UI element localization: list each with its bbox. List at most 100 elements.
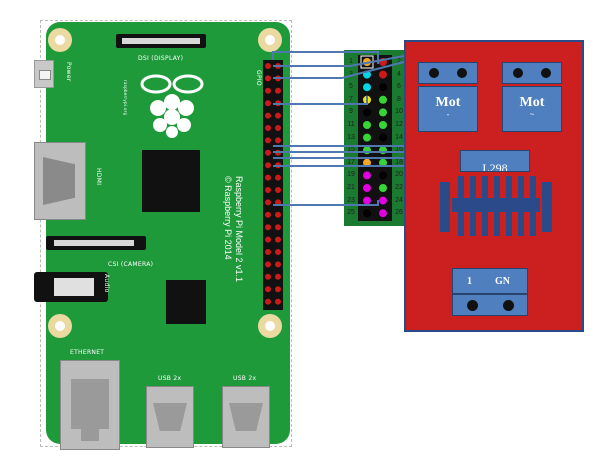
gpio-pin (275, 273, 281, 280)
gpio-pin-number: 9 (349, 108, 353, 116)
wire (273, 96, 368, 105)
power-terminal-screws (452, 294, 528, 316)
csi-connector (46, 236, 146, 250)
gpio-pin (265, 162, 271, 169)
power-terminal-block: 1 GN (452, 268, 528, 294)
ethernet-port (60, 360, 120, 450)
pi-gpio-pins (265, 63, 281, 305)
dsi-label: DSI (DISPLAY) (138, 55, 184, 62)
gpio-pin-number: 22 (395, 184, 403, 191)
breakout-pin-odd (363, 196, 371, 205)
gpio-pin (265, 273, 271, 280)
breakout-pin-even (379, 70, 387, 79)
gpio-pin (265, 75, 271, 82)
gpio-pin (265, 224, 271, 231)
ethernet-label: ETHERNET (70, 349, 105, 356)
breakout-pin-odd (363, 158, 371, 167)
gpio-pin (265, 199, 271, 206)
usb-left-label: USB 2x (158, 375, 182, 382)
gpio-pin (265, 286, 271, 293)
gpio-pin (275, 249, 281, 255)
heatsink (440, 176, 552, 236)
motor-b-label: Mot (519, 95, 545, 110)
csi-label: CSI (CAMERA) (108, 261, 154, 268)
l298-label-block: L298 (460, 150, 530, 172)
breakout-pin-even (379, 108, 387, 117)
gpio-pin (265, 125, 271, 131)
gpio-pin (275, 298, 281, 305)
breakout-pin-odd (363, 133, 371, 142)
usb-controller-chip (166, 280, 206, 324)
mounting-hole (48, 28, 72, 52)
motor-terminal-b (502, 62, 562, 84)
motor-b-sub: ~ (529, 110, 535, 119)
gpio-pin-number: 3 (349, 70, 353, 78)
gpio-pin (275, 236, 281, 243)
gpio-pin (265, 149, 271, 156)
gpio-pin-number: 17 (347, 158, 355, 166)
wire (273, 55, 405, 67)
breakout-pin-odd (363, 83, 371, 92)
power-connector (34, 60, 54, 88)
wire (273, 200, 379, 206)
breakout-pin-even (379, 158, 387, 167)
gpio-pin-number: 10 (395, 108, 403, 116)
mounting-hole (48, 314, 72, 338)
gpio-pin (275, 112, 281, 119)
gpio-pin-number: 7 (349, 95, 353, 103)
gpio-pin (275, 224, 281, 231)
gpio-pin-number: 2 (397, 58, 401, 65)
usb-right-label: USB 2x (233, 375, 257, 382)
gpio-pin-number: 24 (395, 196, 403, 204)
breakout-pin-even (379, 171, 387, 180)
raspberry-logo (140, 74, 204, 138)
gpio-pin (275, 199, 281, 206)
motor-a-label: Mot (435, 95, 461, 110)
breakout-pin-even (379, 83, 387, 92)
motor-terminal-a (418, 62, 478, 84)
motor-b-block: Mot ~ (502, 86, 562, 132)
gpio-pin-number: 18 (395, 158, 403, 166)
gpio-pin-number: 6 (397, 83, 401, 91)
gpio-pin-number: 16 (395, 146, 403, 154)
gpio-pin (265, 298, 271, 305)
gpio-pin (265, 261, 271, 268)
gpio-pin (275, 211, 281, 218)
gpio-pin (265, 249, 271, 255)
gpio-pin-number: 20 (395, 171, 403, 179)
gpio-pin-number: 14 (395, 133, 403, 141)
breakout-pin-odd (363, 171, 371, 180)
gpio-pin (275, 137, 281, 144)
mounting-hole (258, 314, 282, 338)
gpio-pin (265, 211, 271, 218)
breakout-pin-even (379, 121, 387, 129)
motor-a-sub: - (446, 110, 450, 119)
hdmi-port (34, 142, 86, 220)
audio-jack (34, 272, 108, 302)
power-terminal-right-label: GN (495, 276, 510, 287)
mounting-hole (258, 28, 282, 52)
gpio-pin-number: 21 (347, 184, 355, 191)
gpio-pin-number: 15 (347, 146, 355, 154)
gpio-pin-number: 13 (347, 133, 355, 141)
gpio-pin (265, 112, 271, 119)
gpio-pin (275, 187, 281, 193)
gpio-pin-number: 1 (349, 58, 353, 65)
gpio-pin (265, 174, 271, 181)
gpio-pin-number: 19 (347, 171, 355, 179)
gpio-pin-number: 5 (349, 83, 353, 91)
motor-a-block: Mot - (418, 86, 478, 132)
wire (273, 61, 405, 79)
breakout-pin-odd (363, 184, 371, 192)
gpio-pin (265, 236, 271, 243)
breakout-pin-even (379, 184, 387, 192)
gpio-pin (265, 63, 271, 69)
gpio-pin (265, 87, 271, 94)
gpio-pin (265, 187, 271, 193)
gpio-pin-number: 8 (397, 95, 401, 103)
breakout-pin-even (379, 209, 387, 218)
gpio-pin (265, 137, 271, 144)
